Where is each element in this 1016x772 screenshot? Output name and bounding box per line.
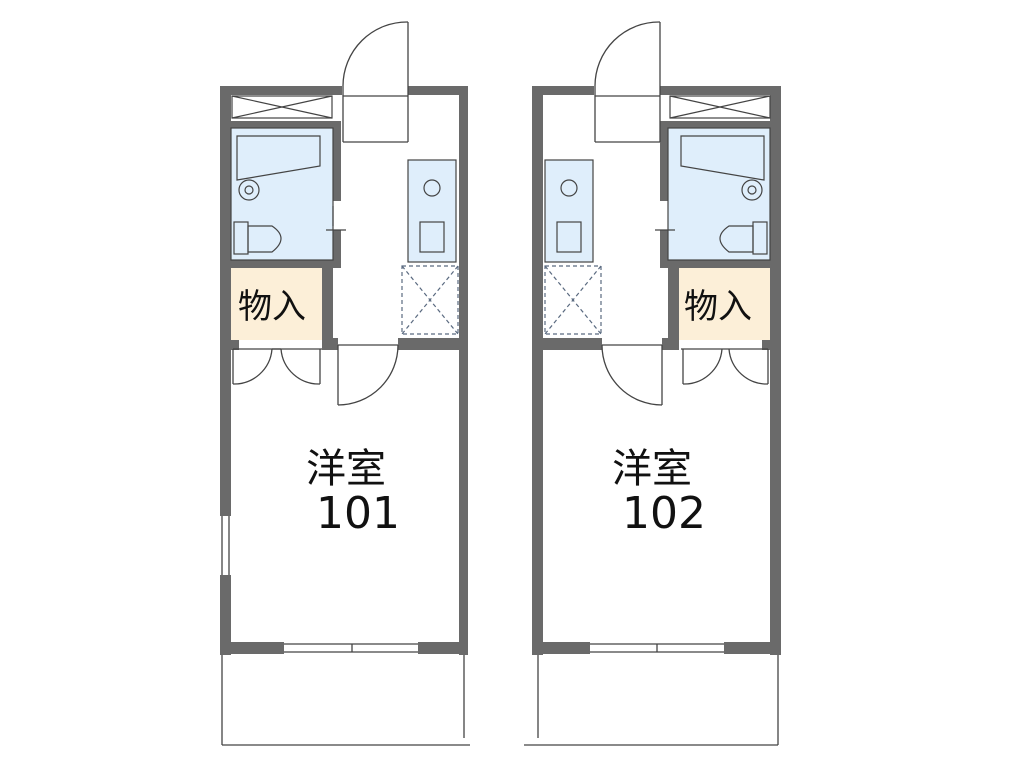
toilet-icon bbox=[233, 221, 282, 255]
room-label: 洋室 bbox=[306, 446, 386, 492]
unit-101-window bbox=[284, 643, 418, 653]
unit-number: 102 bbox=[622, 488, 706, 539]
washer-space bbox=[544, 265, 602, 335]
unit-101-entry-door bbox=[342, 21, 409, 143]
bathtub-icon bbox=[236, 135, 321, 181]
unit-102-storage: 物入 bbox=[679, 268, 770, 385]
kitchen-sink-icon bbox=[419, 221, 445, 253]
unit-101-kitchen bbox=[401, 159, 459, 335]
unit-102-balcony bbox=[524, 655, 779, 746]
unit-102-window bbox=[590, 643, 724, 653]
unit-101-storage: 物入 bbox=[231, 268, 322, 385]
sink-icon bbox=[238, 179, 260, 201]
unit-number: 101 bbox=[316, 488, 400, 539]
unit-102-kitchen bbox=[544, 159, 602, 335]
unit-101-room-door bbox=[337, 344, 399, 406]
unit-101-ceiling-storage bbox=[231, 95, 333, 119]
unit-101-bathroom bbox=[230, 127, 346, 261]
kitchen-sink-icon bbox=[556, 221, 582, 253]
unit-101: 物入 bbox=[220, 21, 470, 746]
unit-101-side-window bbox=[221, 516, 230, 575]
unit-102-entry-door bbox=[594, 21, 661, 143]
unit-102-walls bbox=[532, 86, 781, 655]
unit-102-bathroom bbox=[655, 127, 771, 261]
stove-icon bbox=[560, 179, 578, 197]
storage-label: 物入 bbox=[238, 287, 306, 327]
sink-icon bbox=[741, 179, 763, 201]
unit-102-ceiling-storage bbox=[669, 95, 771, 119]
toilet-icon bbox=[719, 221, 768, 255]
unit-101-walls bbox=[220, 86, 468, 655]
washer-space bbox=[401, 265, 459, 335]
stove-icon bbox=[423, 179, 441, 197]
storage-label: 物入 bbox=[684, 287, 752, 327]
unit-102-room-door bbox=[601, 344, 663, 406]
room-label: 洋室 bbox=[612, 446, 692, 492]
bathtub-icon bbox=[680, 135, 765, 181]
unit-101-balcony bbox=[221, 655, 470, 746]
unit-102: 物入 bbox=[524, 21, 781, 746]
